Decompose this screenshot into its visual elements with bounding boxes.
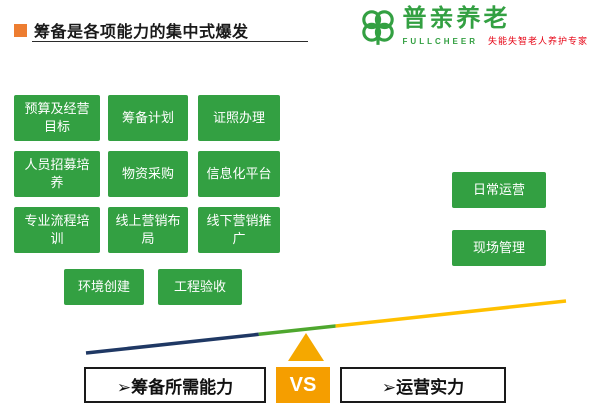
page-header: 筹备是各项能力的集中式爆发 xyxy=(14,18,249,42)
ops-strength-label: ➢运营实力 xyxy=(340,367,506,403)
vs-badge: VS xyxy=(276,367,330,403)
title-underline xyxy=(32,41,308,42)
logo-subrow: FULLCHEER 失能失智老人养护专家 xyxy=(403,34,588,47)
ops-box-daily-operation: 日常运营 xyxy=(452,172,546,208)
prep-box-process-training: 专业流程培训 xyxy=(14,207,100,253)
prep-box-licensing: 证照办理 xyxy=(198,95,280,141)
brand-logo: 普亲养老 FULLCHEER 失能失智老人养护专家 xyxy=(357,5,588,48)
prep-box-budget-goals: 预算及经营目标 xyxy=(14,95,100,141)
prep-box-it-platform: 信息化平台 xyxy=(198,151,280,197)
beam-segment-navy xyxy=(85,332,259,355)
brand-tagline: 失能失智老人养护专家 xyxy=(487,36,588,47)
prep-box-online-marketing: 线上营销布局 xyxy=(108,207,188,253)
brand-name: 普亲养老 xyxy=(402,5,511,32)
prep-box-offline-marketing: 线下营销推广 xyxy=(198,207,280,253)
prep-box-prep-plan: 筹备计划 xyxy=(108,95,188,141)
prep-box-recruit-training: 人员招募培养 xyxy=(14,151,100,197)
ops-box-site-management: 现场管理 xyxy=(452,230,546,266)
prep-capability-label: ➢筹备所需能力 xyxy=(84,367,266,403)
clover-icon xyxy=(361,10,394,45)
brand-subname: FULLCHEER xyxy=(402,37,478,47)
prep-box-procurement: 物资采购 xyxy=(108,151,188,197)
beam-segment-green xyxy=(258,324,336,337)
logo-text-block: 普亲养老 FULLCHEER 失能失智老人养护专家 xyxy=(402,5,588,47)
prep-box-acceptance: 工程验收 xyxy=(158,269,242,305)
prep-box-environment: 环境创建 xyxy=(64,269,144,305)
title-bullet-square xyxy=(14,23,27,37)
page-title: 筹备是各项能力的集中式爆发 xyxy=(34,24,249,41)
beam-segment-yellow xyxy=(335,299,567,328)
fulcrum-triangle xyxy=(288,333,324,361)
